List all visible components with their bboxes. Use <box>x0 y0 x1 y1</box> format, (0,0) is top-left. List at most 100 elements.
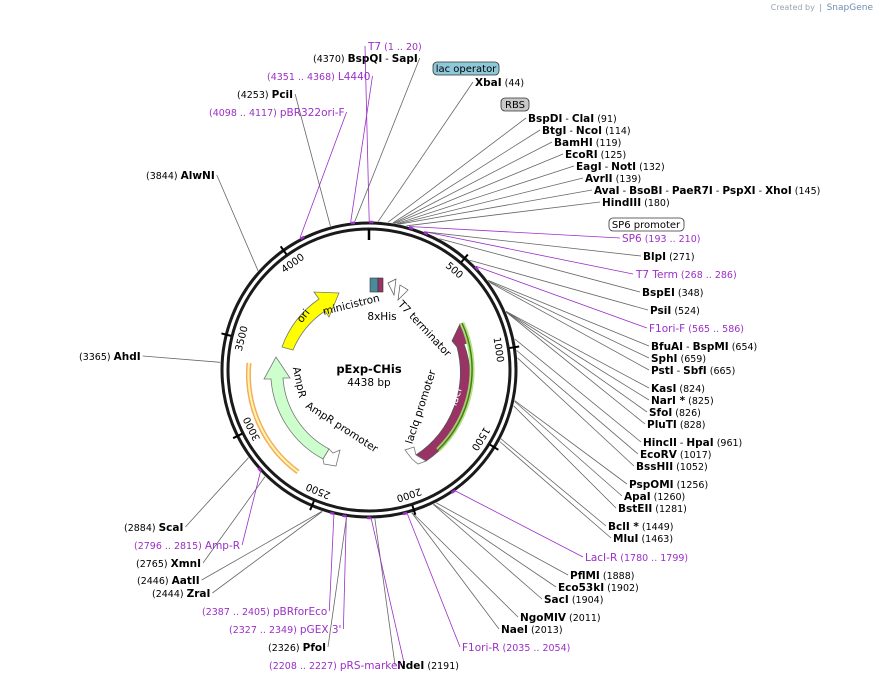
primer-label[interactable]: (2208 .. 2227) pRS-marker <box>269 660 402 672</box>
enzyme-label[interactable]: PluTI (828) <box>647 419 705 431</box>
primer-mark <box>450 489 456 494</box>
primer-label[interactable]: (2387 .. 2405) pBRforEco <box>202 606 327 618</box>
enzyme-label[interactable]: NgoMIV (2011) <box>520 612 601 624</box>
enzyme-name: ZraI <box>187 588 211 600</box>
enzyme-leader-line <box>399 189 593 225</box>
enzyme-name: NaeI <box>501 624 528 636</box>
enzyme-position: (1904) <box>572 595 604 606</box>
enzyme-label[interactable]: BstEII (1281) <box>618 503 687 515</box>
enzyme-label[interactable]: (3365) AhdI <box>79 351 141 363</box>
enzyme-label[interactable]: NarI * (825) <box>651 395 714 407</box>
enzyme-name: KasI <box>651 383 676 395</box>
enzyme-label[interactable]: SacI (1904) <box>544 594 603 606</box>
enzyme-label[interactable]: MluI (1463) <box>613 533 673 545</box>
enzyme-position: (1260) <box>654 492 686 503</box>
enzyme-label[interactable]: PspOMI (1256) <box>629 479 708 491</box>
enzyme-label[interactable]: BtgI - NcoI (114) <box>542 125 631 137</box>
primer-label[interactable]: SP6 (193 .. 210) <box>622 233 700 245</box>
credit-prefix: Created by <box>770 3 815 12</box>
enzyme-label[interactable]: PsiI (524) <box>650 305 700 317</box>
site-marks <box>257 220 479 520</box>
enzyme-label[interactable]: (2326) PfoI <box>268 642 326 654</box>
scale-tick <box>309 500 315 511</box>
primer-label[interactable]: F1ori-R (2035 .. 2054) <box>462 642 570 654</box>
enzyme-label[interactable]: (2884) ScaI <box>124 522 183 534</box>
enzyme-label[interactable]: BspEI (348) <box>642 287 703 299</box>
enzyme-position: (1449) <box>642 522 674 533</box>
primer-label[interactable]: LacI-R (1780 .. 1799) <box>585 552 688 564</box>
primer-label[interactable]: (2327 .. 2349) pGEX 3' <box>229 624 341 636</box>
enzyme-label[interactable]: BlpI (271) <box>643 251 695 263</box>
enzyme-label[interactable]: NaeI (2013) <box>501 624 563 636</box>
scale-tick-label: 4000 <box>280 252 307 276</box>
enzyme-label[interactable]: HincII - HpaI (961) <box>643 437 742 449</box>
enzyme-leader-line <box>433 503 557 588</box>
enzyme-position: (119) <box>596 138 622 149</box>
enzyme-label[interactable]: (2446) AatII <box>137 575 200 587</box>
primer-label[interactable]: T7 (1 .. 20) <box>367 41 422 53</box>
enzyme-position: (2013) <box>531 625 563 636</box>
feature-ampr-arrow[interactable] <box>263 356 330 460</box>
enzyme-name: PspOMI <box>629 479 674 491</box>
enzyme-label[interactable]: AvaI - BsoBI - PaeR7I - PspXI - XhoI (14… <box>594 185 820 197</box>
enzyme-label[interactable]: Eco53kI (1902) <box>558 582 639 594</box>
enzyme-name: XbaI <box>475 77 502 89</box>
enzyme-label[interactable]: XbaI (44) <box>475 77 524 89</box>
enzyme-label[interactable]: (4253) PciI <box>237 89 293 101</box>
enzyme-position: (2011) <box>569 613 601 624</box>
primer-label[interactable]: T7 Term (268 .. 286) <box>635 269 737 281</box>
primer-label[interactable]: F1ori-F (565 .. 586) <box>649 323 744 335</box>
primer-label[interactable]: (4351 .. 4368) L4440 <box>267 71 370 83</box>
enzyme-name: SphI <box>651 353 677 365</box>
enzyme-leader-line <box>398 177 584 225</box>
enzyme-leader-line <box>202 476 266 564</box>
enzyme-label[interactable]: BamHI (119) <box>554 137 621 149</box>
primer-label[interactable]: (4098 .. 4117) pBR322ori-F <box>209 107 345 119</box>
enzyme-separator: - <box>677 438 686 449</box>
enzyme-label[interactable]: SphI (659) <box>651 353 706 365</box>
enzyme-leader-line <box>514 338 642 443</box>
enzyme-position: (659) <box>681 354 707 365</box>
lac-operator-label: lac operator <box>436 64 497 75</box>
enzyme-position: (91) <box>597 114 617 125</box>
enzyme-name: AlwNI <box>181 170 215 182</box>
enzyme-separator: - <box>562 114 571 125</box>
primer-leader-line <box>299 111 347 239</box>
rbs-box <box>500 97 530 112</box>
enzyme-leader-line <box>436 502 569 576</box>
primer-range: (4098 .. 4117) <box>209 108 277 119</box>
enzyme-label[interactable]: EcoRV (1017) <box>640 449 711 461</box>
enzyme-label[interactable]: BssHII (1052) <box>636 461 708 473</box>
enzyme-label[interactable]: NdeI (2191) <box>397 660 459 672</box>
enzyme-position: (4253) <box>237 90 269 101</box>
enzyme-name: AhdI <box>114 351 141 363</box>
enzyme-label[interactable]: BspDI - ClaI (91) <box>528 113 617 125</box>
enzyme-name: ApaI <box>624 491 651 503</box>
feature-ori-arrow[interactable] <box>281 291 340 351</box>
enzyme-label[interactable]: PflMI (1888) <box>570 570 634 582</box>
enzyme-label[interactable]: PstI - SbfI (665) <box>651 365 735 377</box>
enzyme-label[interactable]: (3844) AlwNI <box>146 170 215 182</box>
primer-name: pBRforEco <box>273 606 327 618</box>
enzyme-label[interactable]: SfoI (826) <box>649 407 701 419</box>
enzyme-label[interactable]: EcoRI (125) <box>565 149 626 161</box>
feature-laciq-promoter-arrow[interactable] <box>404 446 427 465</box>
enzyme-label[interactable]: ApaI (1260) <box>624 491 685 503</box>
enzyme-label[interactable]: HindIII (180) <box>602 197 670 209</box>
enzyme-position: (961) <box>717 438 743 449</box>
enzyme-label[interactable]: KasI (824) <box>651 383 705 395</box>
enzyme-label[interactable]: EagI - NotI (132) <box>576 161 665 173</box>
enzyme-label[interactable]: (4370) BspQI - SapI <box>313 53 418 65</box>
enzyme-label[interactable]: AvrII (139) <box>585 173 641 185</box>
enzyme-leader-line <box>294 93 331 227</box>
enzyme-label[interactable]: (2765) XmnI <box>136 558 201 570</box>
site-labels: (4370) BspQI - SapI (4253) PciI (3844) Alw… <box>79 41 820 672</box>
enzyme-label[interactable]: BclI * (1449) <box>608 521 674 533</box>
enzyme-position: (665) <box>710 366 736 377</box>
enzyme-label[interactable]: BfuAI - BspMI (654) <box>651 341 757 353</box>
feature-ampr-promoter-arrow[interactable] <box>322 448 341 467</box>
scale-tick <box>279 245 288 256</box>
enzyme-leader-line <box>505 311 650 389</box>
primer-label[interactable]: (2796 .. 2815) Amp-R <box>134 540 240 552</box>
enzyme-label[interactable]: (2444) ZraI <box>152 588 210 600</box>
